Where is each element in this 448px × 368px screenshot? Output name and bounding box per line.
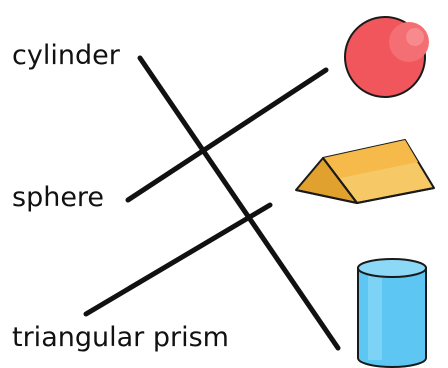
- line-sphere-to-sphere: [125, 67, 329, 203]
- label-cylinder: cylinder: [12, 40, 120, 71]
- line-cylinder-to-cylinder: [137, 55, 341, 351]
- line-prism-to-prism: [83, 202, 273, 317]
- label-triangular-prism: triangular prism: [12, 322, 229, 353]
- cylinder-shape: [357, 258, 427, 368]
- label-sphere: sphere: [12, 182, 105, 213]
- sphere-shape: [344, 16, 429, 98]
- triangular-prism-shape: [295, 139, 435, 204]
